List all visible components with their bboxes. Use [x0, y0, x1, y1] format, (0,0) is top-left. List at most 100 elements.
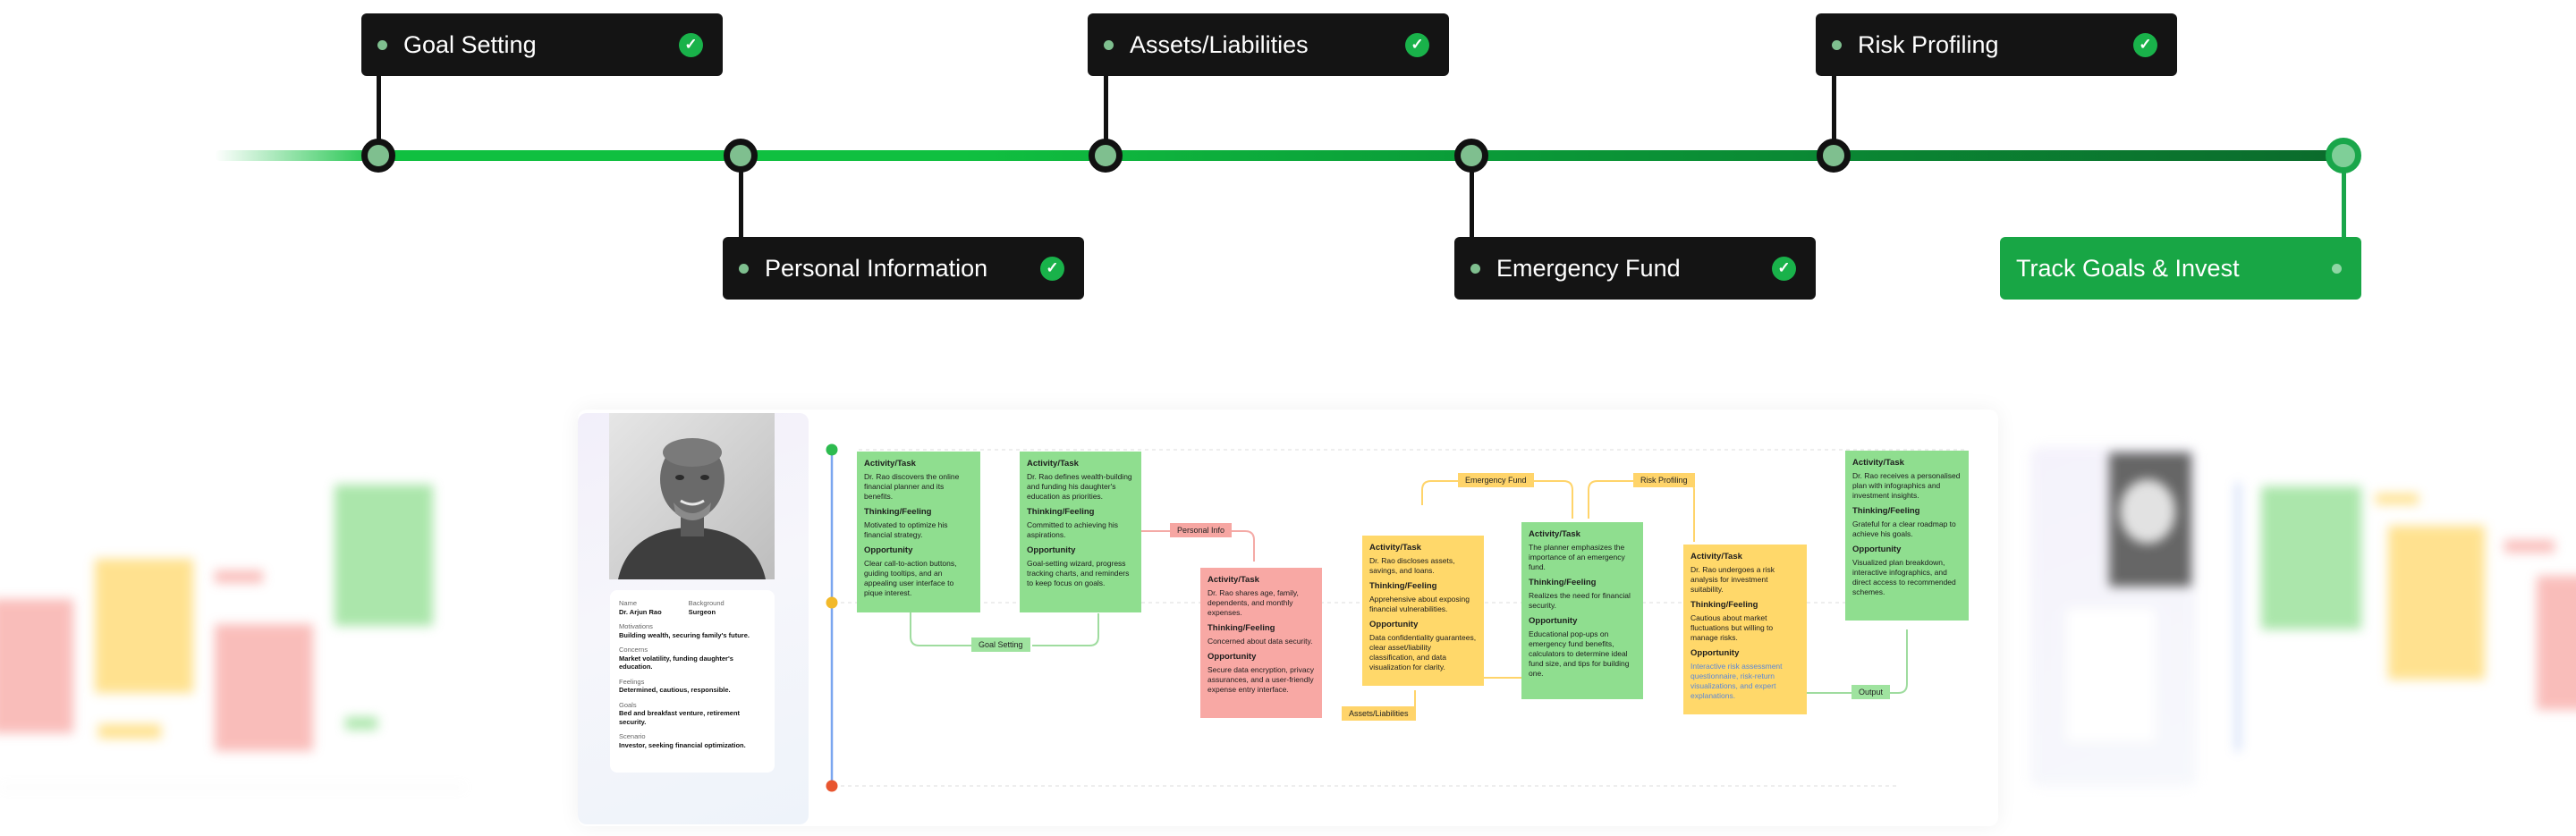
card-heading: Opportunity	[1208, 652, 1257, 662]
status-dot-icon	[2332, 263, 2342, 274]
persona-photo	[609, 413, 775, 579]
checkmark-icon: ✓	[1040, 256, 1064, 281]
timeline-node-goal-setting[interactable]	[361, 139, 395, 173]
timeline-node-personal-information[interactable]	[724, 139, 758, 173]
tag-personal-info: Personal Info	[1170, 523, 1233, 537]
card-text: Clear call-to-action buttons, guiding to…	[864, 559, 957, 597]
timeline-node-track-goals[interactable]	[2326, 138, 2361, 173]
journey-board-right-blurred	[2030, 447, 2576, 796]
scenario-label: Scenario	[619, 732, 646, 740]
journey-card-discover: Activity/Task Dr. Rao discovers the onli…	[857, 452, 980, 612]
card-text: Grateful for a clear roadmap to achieve …	[1852, 519, 1956, 538]
background-label: Background	[688, 599, 724, 607]
name-value: Dr. Arjun Rao	[619, 607, 662, 616]
connector-goal-setting	[377, 68, 381, 157]
card-heading: Activity/Task	[1529, 529, 1580, 539]
timeline-node-assets-liabilities[interactable]	[1089, 139, 1123, 173]
step-label: Risk Profiling	[1858, 30, 1999, 58]
card-heading: Opportunity	[1529, 616, 1578, 626]
step-label: Personal Information	[765, 254, 988, 282]
journey-board-left-blurred	[0, 465, 465, 805]
card-heading: Opportunity	[1852, 545, 1902, 554]
bullet-icon	[377, 39, 387, 50]
card-text: Concerned about data security.	[1208, 637, 1313, 646]
card-heading: Opportunity	[1027, 545, 1076, 555]
card-heading: Thinking/Feeling	[1369, 581, 1437, 591]
card-text: The planner emphasizes the importance of…	[1529, 543, 1625, 571]
tag-output: Output	[1852, 685, 1891, 699]
card-text: Dr. Rao discloses assets, savings, and l…	[1369, 556, 1455, 575]
connector-risk-profiling	[1832, 68, 1836, 157]
card-heading: Thinking/Feeling	[1027, 507, 1095, 517]
card-text: Educational pop-ups on emergency fund be…	[1529, 629, 1630, 678]
step-personal-information[interactable]: Personal Information ✓	[723, 237, 1084, 300]
checkmark-icon: ✓	[1405, 32, 1429, 57]
card-text: Apprehensive about exposing financial vu…	[1369, 595, 1470, 613]
bullet-icon	[739, 263, 749, 274]
step-goal-setting[interactable]: Goal Setting ✓	[361, 13, 723, 76]
timeline-node-risk-profiling[interactable]	[1817, 139, 1851, 173]
card-text: Realizes the need for financial security…	[1529, 591, 1631, 610]
tag-assets-liabilities: Assets/Liabilities	[1342, 706, 1416, 721]
step-label: Emergency Fund	[1496, 254, 1681, 282]
bullet-icon	[1832, 39, 1842, 50]
card-heading: Activity/Task	[1852, 458, 1904, 468]
feelings-value: Determined, cautious, responsible.	[619, 686, 731, 694]
timeline-node-emergency-fund[interactable]	[1454, 139, 1488, 173]
card-text: Dr. Rao receives a personalised plan wit…	[1852, 471, 1961, 500]
step-emergency-fund[interactable]: Emergency Fund ✓	[1454, 237, 1816, 300]
checkmark-icon: ✓	[2133, 32, 2157, 57]
card-text: Dr. Rao discovers the online financial p…	[864, 472, 960, 501]
journey-card-personal-info: Activity/Task Dr. Rao shares age, family…	[1200, 568, 1322, 718]
connector-personal-information	[739, 157, 743, 249]
concerns-label: Concerns	[619, 646, 648, 654]
motivations-label: Motivations	[619, 622, 653, 630]
step-label: Assets/Liabilities	[1130, 30, 1309, 58]
concerns-value: Market volatility, funding daughter's ed…	[619, 654, 733, 671]
card-heading: Opportunity	[1369, 620, 1419, 629]
goals-label: Goals	[619, 700, 637, 709]
scenario-value: Investor, seeking financial optimization…	[619, 740, 746, 749]
feelings-label: Feelings	[619, 677, 645, 686]
journey-card-goals: Activity/Task Dr. Rao defines wealth-bui…	[1020, 452, 1141, 612]
connector-emergency-fund	[1470, 157, 1474, 249]
background-value: Surgeon	[688, 607, 716, 616]
persona-card: Name Dr. Arjun Rao Background Surgeon Mo…	[610, 590, 775, 773]
card-text: Visualized plan breakdown, interactive i…	[1852, 558, 1956, 596]
card-heading: Thinking/Feeling	[1690, 600, 1758, 610]
journey-card-output: Activity/Task Dr. Rao receives a persona…	[1845, 451, 1969, 621]
card-text: Dr. Rao defines wealth-building and fund…	[1027, 472, 1132, 501]
card-text: Motivated to optimize his financial stra…	[864, 520, 948, 539]
card-text: Secure data encryption, privacy assuranc…	[1208, 665, 1315, 694]
checkmark-icon: ✓	[679, 32, 703, 57]
step-risk-profiling[interactable]: Risk Profiling ✓	[1816, 13, 2177, 76]
card-text: Interactive risk assessment questionnair…	[1690, 662, 1783, 700]
step-track-goals-invest[interactable]: Track Goals & Invest	[2000, 237, 2361, 300]
card-heading: Thinking/Feeling	[1852, 506, 1920, 516]
tag-risk-profiling: Risk Profiling	[1633, 473, 1695, 487]
card-heading: Thinking/Feeling	[1208, 623, 1275, 633]
card-text: Dr. Rao shares age, family, dependents, …	[1208, 588, 1299, 617]
journey-card-risk: Activity/Task Dr. Rao undergoes a risk a…	[1683, 545, 1807, 714]
journey-card-emergency-fund: Activity/Task The planner emphasizes the…	[1521, 522, 1643, 699]
progress-timeline: Goal Setting ✓ Personal Information ✓ As…	[0, 0, 2576, 322]
checkmark-icon: ✓	[1772, 256, 1796, 281]
card-heading: Thinking/Feeling	[1529, 578, 1597, 587]
step-label: Track Goals & Invest	[2016, 254, 2240, 282]
card-text: Cautious about market fluctuations but w…	[1690, 613, 1774, 642]
card-heading: Activity/Task	[1208, 575, 1259, 585]
card-heading: Activity/Task	[864, 459, 916, 469]
card-text: Goal-setting wizard, progress tracking c…	[1027, 559, 1130, 587]
card-text: Dr. Rao undergoes a risk analysis for in…	[1690, 565, 1775, 594]
goals-value: Bed and breakfast venture, retirement se…	[619, 709, 741, 726]
connector-track-goals	[2342, 157, 2346, 249]
journey-card-assets: Activity/Task Dr. Rao discloses assets, …	[1362, 536, 1484, 686]
step-assets-liabilities[interactable]: Assets/Liabilities ✓	[1088, 13, 1449, 76]
step-label: Goal Setting	[403, 30, 537, 58]
bullet-icon	[1104, 39, 1114, 50]
card-heading: Thinking/Feeling	[864, 507, 932, 517]
card-text: Data confidentiality guarantees, clear a…	[1369, 633, 1477, 671]
card-heading: Activity/Task	[1690, 552, 1742, 562]
bullet-icon	[1470, 263, 1480, 274]
